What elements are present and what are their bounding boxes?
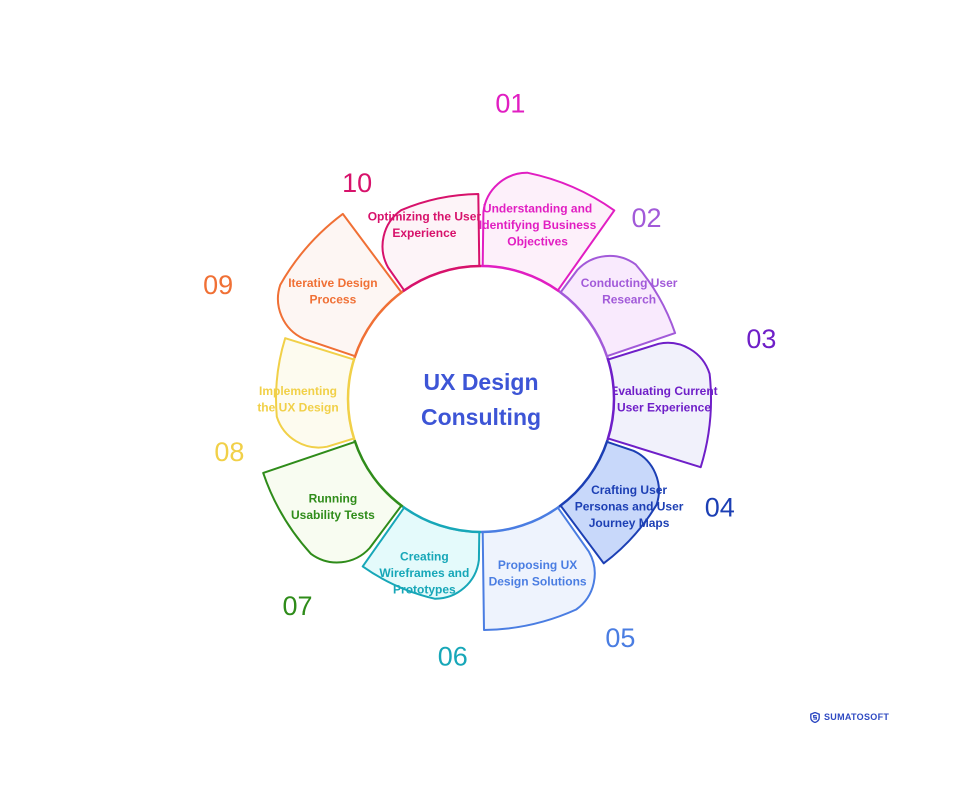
step-label-line: Prototypes [393, 583, 456, 597]
step-number-08: 08 [214, 437, 244, 467]
step-label-line: Optimizing the User [368, 210, 482, 224]
step-label-line: Iterative Design [288, 276, 377, 290]
step-number-09: 09 [203, 270, 233, 300]
step-label-line: Proposing UX [498, 558, 577, 572]
step-label-line: Identifying Business [479, 218, 597, 232]
step-label-08: Implementing the UX Design [257, 384, 338, 415]
step-number-03: 03 [746, 324, 776, 354]
step-number-07: 07 [282, 591, 312, 621]
step-label-line: User Experience [617, 400, 711, 414]
step-label-line: Understanding and [483, 202, 592, 216]
center-title-line1: UX Design [423, 369, 538, 395]
brand-logo: SUMATOSOFT [810, 711, 889, 723]
center-rim-arc-02 [558, 290, 609, 359]
center-rim-arc-07 [353, 439, 404, 508]
center-rim-arc-08 [346, 357, 356, 441]
center-rim-arc-09 [353, 290, 404, 359]
center-title-line2: Consulting [421, 404, 541, 430]
step-label-line: Crafting User [591, 483, 667, 497]
step-label-line: Objectives [507, 235, 568, 249]
step-number-02: 02 [631, 203, 661, 233]
step-label-05: Proposing UX Design Solutions [489, 558, 587, 589]
center-rim-arc-03 [606, 357, 616, 441]
step-label-line: the UX Design [257, 400, 338, 414]
sumatosoft-logo-icon [810, 711, 820, 723]
step-label-line: Implementing [259, 384, 337, 398]
step-number-01: 01 [495, 89, 525, 119]
step-label-line: Wireframes and [379, 566, 469, 580]
step-number-10: 10 [342, 168, 372, 198]
step-label-line: Usability Tests [291, 508, 375, 522]
step-label-line: Running [309, 491, 358, 505]
step-label-line: Design Solutions [489, 574, 587, 588]
center-rim-arc-10 [402, 264, 482, 293]
step-label-line: Conducting User [581, 276, 678, 290]
center-circle [347, 265, 615, 533]
center-rim-arc-06 [402, 505, 482, 534]
step-label-line: Journey Maps [589, 516, 670, 530]
step-label-line: Experience [392, 226, 456, 240]
step-label-line: Process [310, 293, 357, 307]
center-circle-group: UX Design Consulting [346, 264, 616, 534]
step-number-06: 06 [438, 641, 468, 671]
brand-name: SUMATOSOFT [824, 712, 890, 722]
center-rim-arc-05 [480, 505, 560, 534]
step-label-line: Research [602, 293, 656, 307]
center-rim-arc-01 [480, 264, 560, 293]
step-number-05: 05 [605, 623, 635, 653]
step-label-line: Personas and User [575, 500, 684, 514]
center-rim-arc-04 [558, 439, 609, 508]
step-label-line: Creating [400, 550, 449, 564]
step-label-line: Evaluating Current [610, 384, 717, 398]
step-number-04: 04 [705, 493, 735, 523]
